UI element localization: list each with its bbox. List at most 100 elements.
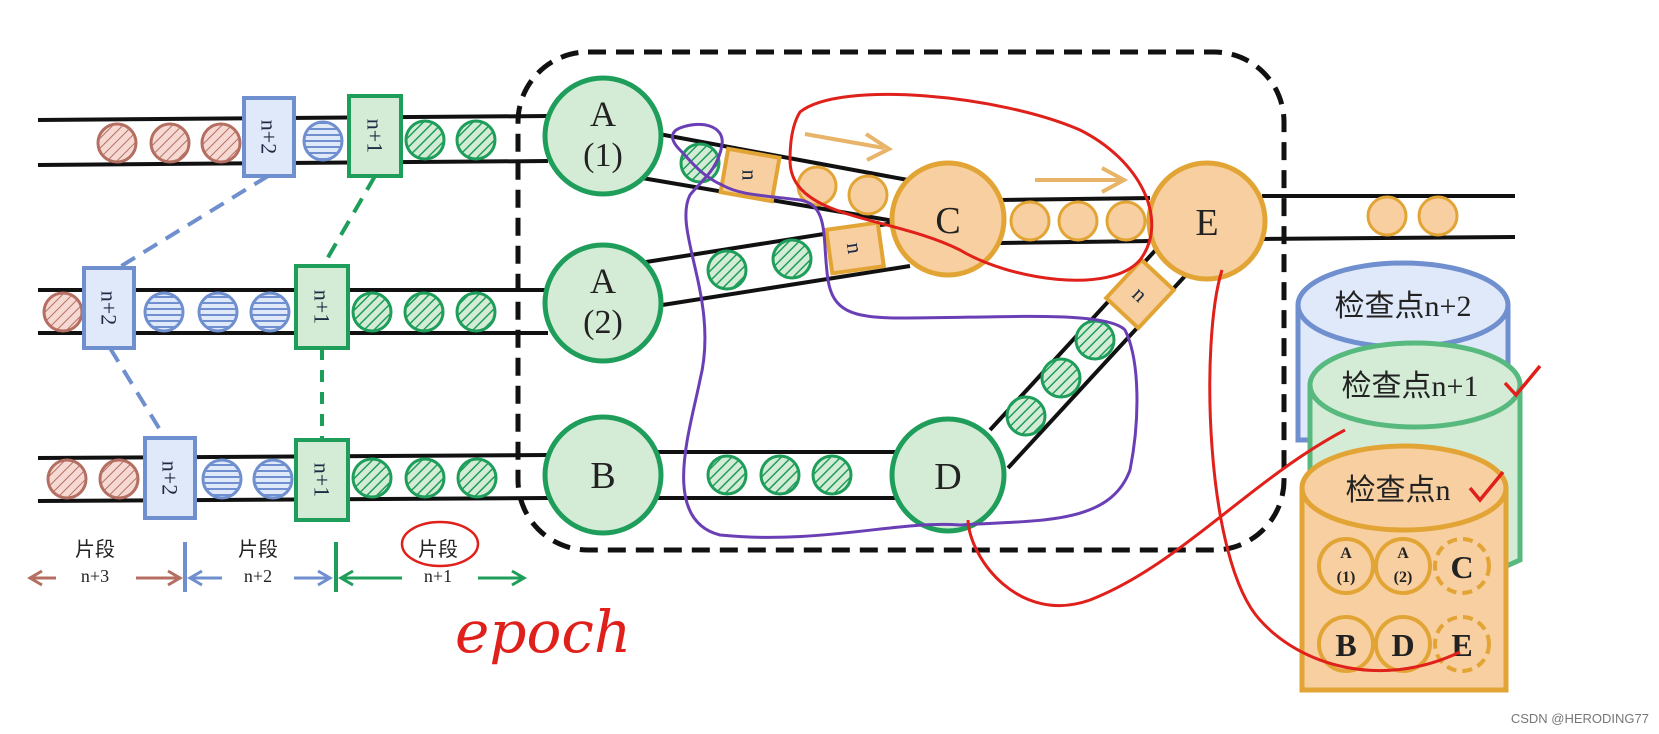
svg-text:A: A [590,261,616,301]
svg-text:E: E [1195,202,1218,244]
state-a1: A (1) [1317,537,1375,595]
record-orange [1009,200,1051,242]
svg-text:n+2: n+2 [244,566,272,586]
annotation-red-curve [966,428,1346,607]
operator-c: C [889,160,1007,278]
record-green [455,291,497,333]
svg-text:片段: 片段 [418,538,458,561]
svg-text:n: n [842,241,868,255]
barrier-n-a1-c: n [718,146,782,204]
record-blue [249,291,291,333]
record-green [404,457,446,499]
record-green [759,454,801,496]
barrier-n1-top: n+1 [347,94,403,178]
annotation-red-curve [1208,269,1461,672]
barrier-n2-middle: n+2 [82,266,136,350]
annotation-purple-loop [671,122,1139,539]
channel-b-d [658,450,898,500]
record-green [455,119,497,161]
svg-text:n+1: n+1 [310,463,335,497]
operator-a2: A (2) [542,242,664,364]
svg-text:片段: 片段 [238,538,278,561]
svg-text:(2): (2) [1394,569,1413,586]
barrier-n-a2-c: n [823,220,887,276]
segment-n1: 片段 n+1 [338,538,527,587]
barrier-link-n2 [108,346,167,440]
record-green [706,454,748,496]
record-red [96,122,138,164]
svg-text:n+2: n+2 [158,461,183,495]
flow-arrow-icon [1035,166,1129,194]
record-orange [1366,195,1408,237]
svg-text:C: C [1450,549,1473,585]
svg-text:片段: 片段 [75,538,115,561]
state-a2: A (2) [1374,537,1432,595]
record-blue [197,291,239,333]
segment-n3: 片段 n+3 [27,538,183,587]
record-blue [201,458,243,500]
record-green [679,142,721,184]
state-b: B [1317,615,1375,673]
barrier-n1-middle: n+1 [294,264,350,350]
job-boundary [515,49,1287,553]
svg-text:(2): (2) [583,304,623,341]
segment-n2: 片段 n+2 [187,538,333,587]
svg-text:n+1: n+1 [310,290,335,324]
svg-text:n+2: n+2 [97,291,122,325]
input-stream-bottom [37,453,549,503]
svg-text:A: A [1340,545,1352,562]
svg-text:n+2: n+2 [257,120,282,154]
svg-text:A: A [1397,545,1409,562]
record-orange [1417,195,1459,237]
barrier-n2-bottom: n+2 [143,436,197,520]
record-green [811,454,853,496]
record-green [404,119,446,161]
record-green [706,249,748,291]
svg-text:C: C [935,200,960,242]
record-blue [143,291,185,333]
annotation-circle [400,520,480,568]
annotation-red-loop [788,92,1154,282]
operator-a1: A (1) [542,75,664,197]
svg-text:n+1: n+1 [424,566,452,586]
svg-text:n: n [738,170,763,181]
barrier-n-d-e: n [1103,257,1177,331]
record-red [98,458,140,500]
svg-text:检查点n+2: 检查点n+2 [1335,290,1472,323]
svg-text:B: B [1335,627,1356,663]
record-orange [1105,200,1147,242]
barrier-n1-bottom: n+1 [294,438,350,522]
svg-text:(1): (1) [583,137,623,174]
checkmark-icon [1503,364,1542,398]
operator-e: E [1146,160,1268,282]
svg-text:B: B [590,455,615,497]
svg-text:n+3: n+3 [81,566,109,586]
operator-b: B [542,414,664,536]
record-green [771,238,813,280]
svg-text:D: D [1391,627,1414,663]
record-red [42,291,84,333]
record-green [1040,357,1082,399]
record-green [351,291,393,333]
record-orange [847,174,889,216]
svg-text:D: D [934,456,961,498]
record-green [1074,319,1116,361]
svg-text:A: A [590,94,616,134]
barrier-n2-top: n+2 [242,96,296,178]
state-e: E [1433,615,1491,673]
svg-text:检查点n: 检查点n [1346,474,1451,507]
record-red [149,122,191,164]
state-d: D [1374,615,1432,673]
record-green [1005,395,1047,437]
flow-arrow-icon [804,132,894,162]
state-c: C [1433,537,1491,595]
svg-text:E: E [1451,627,1472,663]
record-red [46,458,88,500]
svg-text:(1): (1) [1337,569,1356,586]
barrier-link-n2 [116,174,270,270]
record-green [403,291,445,333]
record-blue [302,120,344,162]
record-blue [252,458,294,500]
record-red [200,122,242,164]
